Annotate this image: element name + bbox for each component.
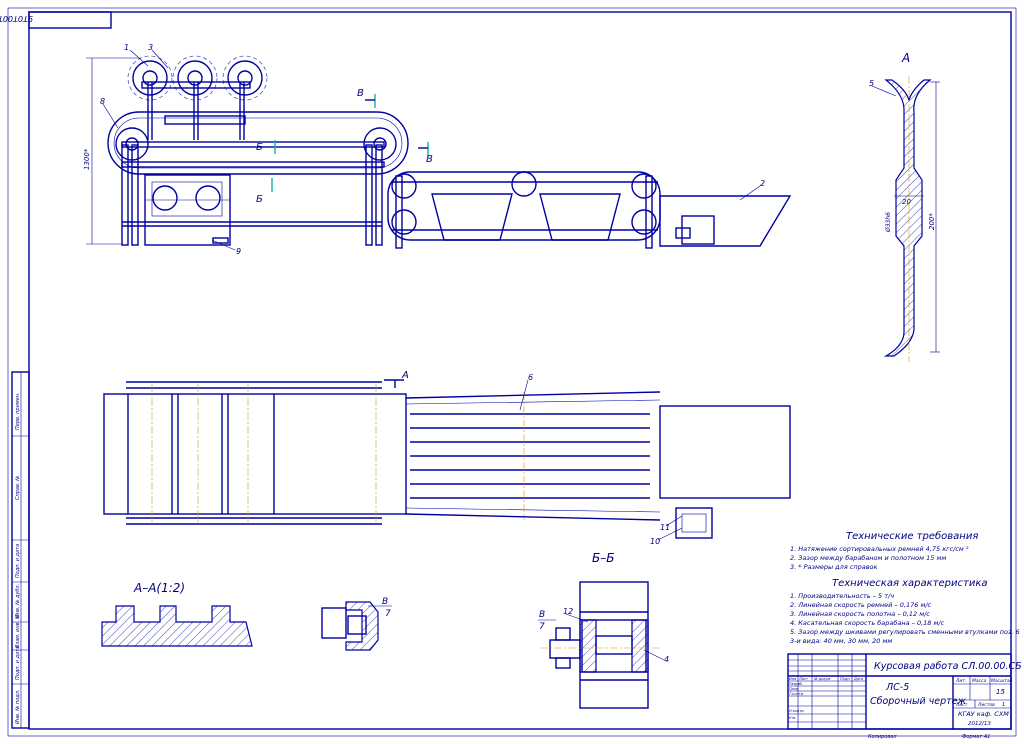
corner-stamp: 9Т0Т00Т00Т/Э онидоф водоозгдА <box>0 11 112 29</box>
front-view-sorter: 1300* 1 3 8 9 В В Б Б <box>83 43 433 256</box>
detail-v-b-label: В <box>539 610 545 620</box>
side-stamp-2: Справ. № <box>15 476 21 500</box>
tech-characteristic-4: 4. Касательная скорость барабана – 0,18 … <box>790 619 945 627</box>
title-copied: Копировал <box>868 734 897 740</box>
title-org-line2: 2012/13 <box>968 721 991 727</box>
cut-label-v-right: В <box>426 154 433 165</box>
part-label-6: 6 <box>528 373 533 382</box>
tech-requirement-1: 1. Натяжение сортировальных ремней 4,75 … <box>790 545 969 553</box>
section-aa-label: А–А(1:2) <box>133 581 185 595</box>
section-aa: А–А(1:2) <box>101 581 253 647</box>
part-label-12: 12 <box>563 607 573 616</box>
title-scale-value: 15 <box>996 688 1005 696</box>
top-drums <box>127 55 268 101</box>
title-col-izm: Изм <box>789 677 796 681</box>
title-scale-label: Масштаб <box>991 678 1013 684</box>
part-label-9: 9 <box>236 247 241 256</box>
section-bb: Б–Б 4 12 В 7 <box>538 551 669 709</box>
part-label-4: 4 <box>664 655 669 664</box>
part-label-3: 3 <box>148 43 153 52</box>
side-stamp-3: Подп. и дата <box>15 544 21 578</box>
part-label-2: 2 <box>760 179 765 188</box>
tech-characteristic-2: 2. Линейная скорость ремней – 0,176 м/с <box>790 601 932 609</box>
cut-label-b-bottom: Б <box>256 194 263 205</box>
title-mass-label: Масса <box>972 678 987 684</box>
dim-diameter-hub: Ø33h6 <box>885 212 892 233</box>
tech-requirements-title: Технические требования <box>846 530 978 542</box>
part-label-1: 1 <box>124 43 129 52</box>
cut-label-v-top: В <box>357 88 364 99</box>
title-sheet-label: Лист <box>955 702 968 708</box>
side-stamp-column: Перв. примен. Справ. № Подп. и дата Инв.… <box>11 371 30 729</box>
title-col-date: Дата <box>853 677 863 681</box>
title-row-razrab: Разраб. <box>789 682 803 686</box>
dim-height-left: 1300* <box>83 148 91 170</box>
section-bb-label: Б–Б <box>592 551 614 565</box>
corner-stamp-text: 9Т0Т00Т00Т/Э онидоф водоозгдА <box>0 14 33 23</box>
title-doc-type: Сборочный чертеж <box>870 696 967 707</box>
title-org-line1: КГАУ каф. СХМ <box>958 710 1009 718</box>
title-block: Курсовая работа СЛ.00.00.СБ ЛС-5 Сборочн… <box>787 653 1022 740</box>
tech-characteristic-3: 3. Линейная скорость полотна – 0,12 м/с <box>790 610 930 618</box>
title-col-doc: № докум. <box>813 677 831 681</box>
part-label-5: 5 <box>869 79 874 88</box>
tech-requirement-3: 3. * Размеры для справок <box>790 563 878 571</box>
dim-width-hub: 20 <box>902 198 911 206</box>
front-view-feeder: 2 <box>387 171 792 249</box>
title-sheets-value: 1 <box>1002 702 1005 708</box>
plan-view: А 6 10 11 <box>103 370 791 546</box>
part-label-11: 11 <box>660 523 670 532</box>
tech-requirements: Технические требования 1. Натяжение сорт… <box>790 530 978 571</box>
hopper <box>659 195 792 247</box>
title-product: ЛС-5 <box>885 682 909 693</box>
side-stamp-1: Перв. примен. <box>15 392 21 430</box>
tech-characteristic-5: 5. Зазор между шкивами регулировать смен… <box>790 628 1020 636</box>
title-col-list: Лист <box>798 677 809 681</box>
side-stamp-4: Инв. № дубл. <box>15 584 21 618</box>
side-stamp-6: Подп. и дата <box>15 646 21 680</box>
tech-requirement-2: 2. Зазор между барабаном и полотном 15 м… <box>790 554 946 562</box>
view-a-pulley: А 200* 20 Ø33h6 5 <box>869 51 940 362</box>
tech-characteristics: Техническая характеристика 1. Производит… <box>790 578 1020 645</box>
detail-v-a-label: В <box>382 597 388 607</box>
plan-arrow-a-label: А <box>401 370 409 381</box>
title-row-prov: Пров. <box>789 687 799 691</box>
part-label-8: 8 <box>100 97 105 106</box>
detail-v-a-number: 7 <box>385 609 391 619</box>
outer-frame <box>7 7 1017 737</box>
tech-characteristics-title: Техническая характеристика <box>832 578 988 589</box>
title-sheets-label: Листов <box>977 702 995 708</box>
cut-label-b-top: Б <box>256 142 263 153</box>
title-col-sign: Подп. <box>840 677 851 681</box>
title-row-tkontr: Т.контр. <box>789 692 804 696</box>
part-label-10: 10 <box>650 537 660 546</box>
title-row-nkontr: Н.контр. <box>789 709 805 713</box>
dim-height-right: 200* <box>928 213 936 230</box>
title-row-utv: Утв. <box>789 716 796 720</box>
side-stamp-7: Инв. № подл. <box>15 690 21 725</box>
detail-v-left: В 7 <box>321 597 392 651</box>
side-stamp-5: Взам. инв. № <box>15 614 21 648</box>
tech-characteristic-6: 3-и вида: 40 мм, 30 мм, 20 мм <box>790 637 892 645</box>
drive-unit <box>144 174 231 246</box>
view-a-label: А <box>901 51 910 65</box>
title-lit-label: Лит. <box>955 678 966 684</box>
title-course-work: Курсовая работа СЛ.00.00.СБ <box>874 661 1022 672</box>
tech-characteristic-1: 1. Производительность – 5 т/ч <box>790 592 894 600</box>
title-format: Формат А1 <box>962 734 990 740</box>
inner-frame <box>28 11 1012 730</box>
detail-v-b-number: 7 <box>539 622 545 632</box>
